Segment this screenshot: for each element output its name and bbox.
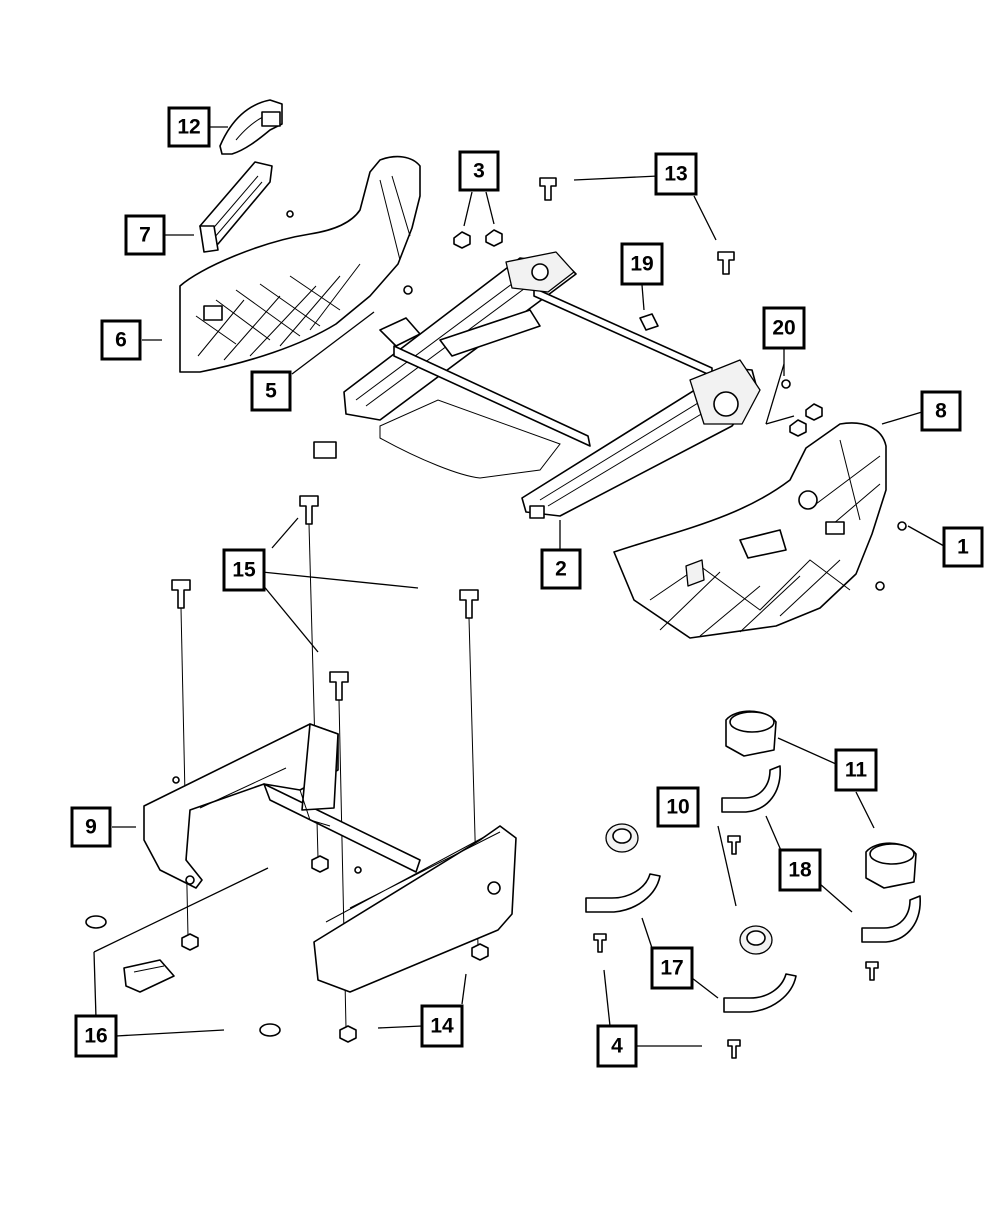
inner-shield-part-6 — [179, 155, 421, 373]
clip-part-19 — [639, 313, 659, 331]
bolt-part-4 — [593, 835, 879, 1059]
svg-text:9: 9 — [85, 816, 97, 839]
riser-frame-part-9 — [143, 723, 517, 993]
screw-part-1 — [875, 521, 907, 591]
callout-17: 17 — [650, 946, 694, 990]
svg-text:8: 8 — [935, 400, 947, 423]
nut-part-3 — [453, 229, 503, 249]
leader-lines — [93, 126, 945, 1047]
screw-part-20 — [781, 379, 823, 437]
callout-2: 2 — [540, 548, 582, 590]
callout-11: 11 — [834, 748, 878, 792]
svg-text:5: 5 — [265, 380, 277, 403]
nut-part-14 — [181, 855, 489, 1043]
svg-text:18: 18 — [788, 859, 812, 882]
callout-8: 8 — [920, 390, 962, 432]
callout-16: 16 — [74, 1014, 118, 1058]
svg-text:3: 3 — [473, 160, 485, 183]
callout-14: 14 — [420, 1004, 464, 1048]
svg-text:1: 1 — [957, 536, 969, 559]
svg-text:6: 6 — [115, 329, 127, 352]
svg-text:14: 14 — [430, 1015, 454, 1038]
handle-part-12 — [219, 99, 283, 155]
svg-text:16: 16 — [84, 1025, 107, 1048]
svg-text:2: 2 — [555, 558, 567, 581]
callout-15: 15 — [222, 548, 266, 592]
callout-7: 7 — [124, 214, 166, 256]
bushing-part-11 — [725, 710, 917, 889]
svg-text:15: 15 — [232, 559, 256, 582]
callout-1: 1 — [942, 526, 984, 568]
grommet-part-10 — [605, 823, 773, 955]
strap-part-17-18 — [585, 765, 921, 1013]
outer-shield-part-8 — [613, 422, 887, 639]
svg-text:13: 13 — [664, 163, 687, 186]
callout-5: 5 — [250, 370, 292, 412]
recliner-handle-part-7 — [199, 161, 294, 253]
callout-6: 6 — [100, 319, 142, 361]
svg-text:12: 12 — [177, 116, 200, 139]
callout-19: 19 — [620, 242, 664, 286]
callout-12: 12 — [167, 106, 211, 148]
svg-text:19: 19 — [630, 253, 653, 276]
callout-18: 18 — [778, 848, 822, 892]
bolt-part-13 — [539, 177, 735, 275]
svg-text:20: 20 — [772, 317, 795, 340]
seat-track-frame-part-2-5 — [313, 251, 761, 519]
callout-3: 3 — [458, 150, 500, 192]
callout-9: 9 — [70, 806, 112, 848]
callout-13: 13 — [654, 152, 698, 196]
callout-4: 4 — [596, 1024, 638, 1068]
svg-text:7: 7 — [139, 224, 151, 247]
svg-text:4: 4 — [611, 1035, 623, 1058]
washer-part-16 — [85, 915, 281, 1037]
svg-text:17: 17 — [660, 957, 683, 980]
callout-20: 20 — [762, 306, 806, 350]
svg-text:10: 10 — [666, 796, 689, 819]
svg-text:11: 11 — [845, 759, 868, 782]
callout-10: 10 — [656, 786, 700, 828]
